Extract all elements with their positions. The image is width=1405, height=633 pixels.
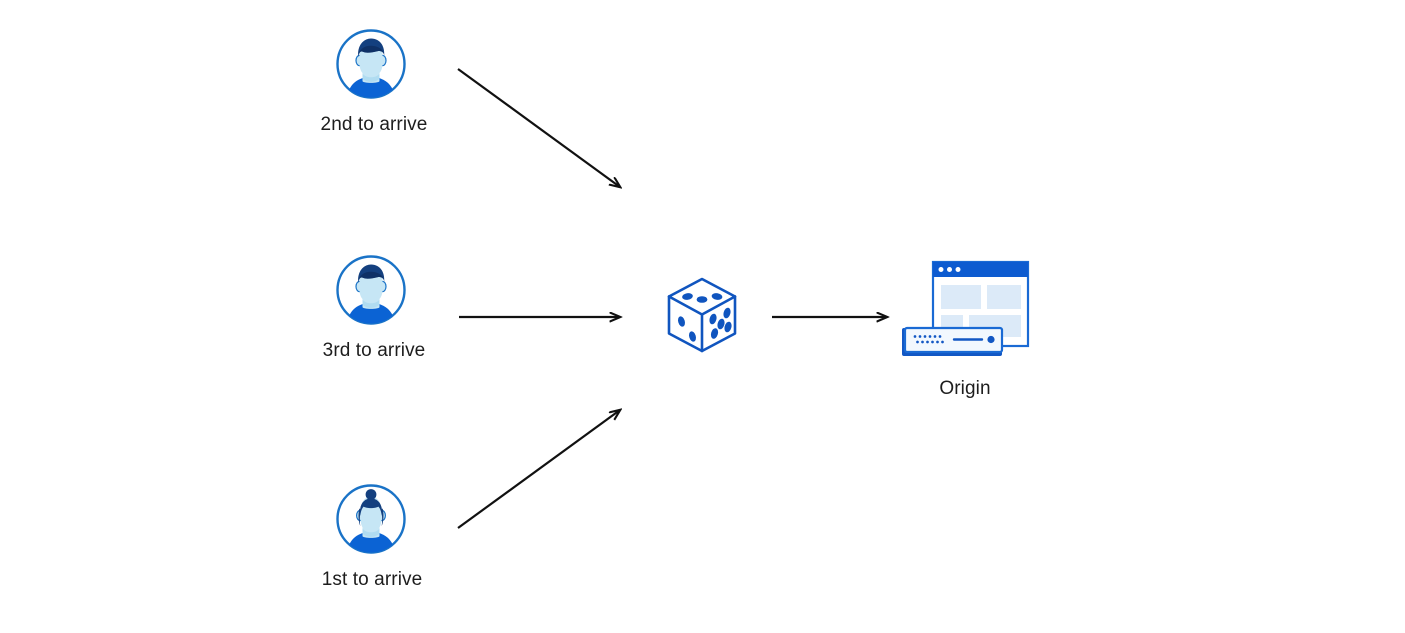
origin-server-icon	[898, 258, 1030, 363]
dice-icon	[667, 277, 737, 353]
server-appliance-icon	[902, 326, 1004, 356]
edge-1st-to-dice	[457, 410, 620, 529]
dice-randomizer-icon	[659, 272, 745, 358]
label-client-1st: 1st to arrive	[321, 569, 423, 590]
label-origin: Origin	[939, 378, 991, 399]
avatar-client-2nd	[334, 27, 408, 101]
user-icon	[336, 484, 406, 554]
label-client-2nd: 2nd to arrive	[320, 114, 428, 135]
avatar-client-1st	[334, 482, 408, 556]
label-client-3rd: 3rd to arrive	[322, 340, 426, 361]
user-icon	[336, 255, 406, 325]
origin-icon	[902, 260, 1030, 356]
avatar-client-3rd	[334, 253, 408, 327]
user-icon	[336, 29, 406, 99]
